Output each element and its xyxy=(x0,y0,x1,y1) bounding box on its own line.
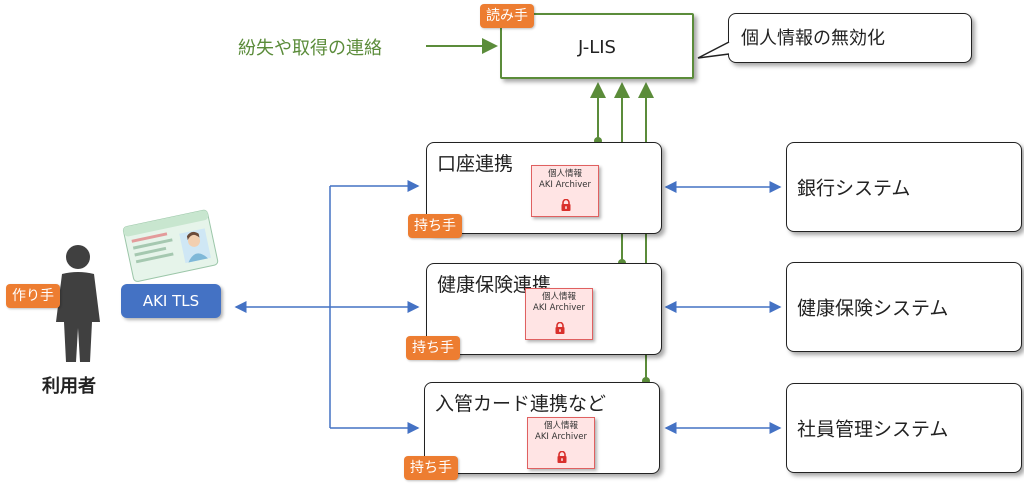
user-label: 利用者 xyxy=(42,376,96,397)
system-label: 健康保険システム xyxy=(797,297,949,320)
jlis-label: J-LIS xyxy=(578,37,616,58)
archiver-line1: 個人情報 xyxy=(541,292,576,302)
maker-tag: 作り手 xyxy=(6,284,60,308)
integration-title: 口座連携 xyxy=(437,153,514,175)
id-card-icon xyxy=(122,209,219,282)
system-bank: 銀行システム xyxy=(786,142,1022,232)
callout-text: 個人情報の無効化 xyxy=(741,28,885,49)
system-employee: 社員管理システム xyxy=(786,383,1022,473)
integration-title: 入管カード連携など xyxy=(435,393,607,415)
holder-tag: 持ち手 xyxy=(404,456,458,480)
aki-tls-label: AKI TLS xyxy=(121,284,221,318)
invalidation-callout: 個人情報の無効化 xyxy=(728,13,972,63)
archiver-line1: 個人情報 xyxy=(543,421,578,431)
lock-icon xyxy=(561,199,571,211)
loss-notice-label: 紛失や取得の連絡 xyxy=(238,38,382,59)
integration-health: 健康保険連携 個人情報 AKI Archiver xyxy=(426,263,662,355)
system-health: 健康保険システム xyxy=(786,262,1022,352)
aki-archiver-badge: 個人情報 AKI Archiver xyxy=(527,417,595,469)
system-label: 社員管理システム xyxy=(797,418,949,441)
holder-tag: 持ち手 xyxy=(408,214,462,238)
reader-tag: 読み手 xyxy=(480,4,534,28)
archiver-line2: AKI Archiver xyxy=(539,180,591,190)
aki-archiver-badge: 個人情報 AKI Archiver xyxy=(525,288,593,340)
archiver-line1: 個人情報 xyxy=(547,169,582,179)
integration-immigration: 入管カード連携など 個人情報 AKI Archiver xyxy=(424,382,660,474)
aki-archiver-badge: 個人情報 AKI Archiver xyxy=(531,165,599,217)
lock-icon xyxy=(557,451,567,463)
archiver-line2: AKI Archiver xyxy=(533,303,585,313)
archiver-line2: AKI Archiver xyxy=(535,432,587,442)
system-label: 銀行システム xyxy=(797,177,911,200)
integration-bank: 口座連携 個人情報 AKI Archiver xyxy=(426,142,662,234)
callout-tail xyxy=(697,41,730,59)
person-silhouette-icon xyxy=(56,245,100,362)
integration-title: 健康保険連携 xyxy=(437,274,552,296)
holder-tag: 持ち手 xyxy=(406,336,460,360)
lock-icon xyxy=(555,322,565,334)
